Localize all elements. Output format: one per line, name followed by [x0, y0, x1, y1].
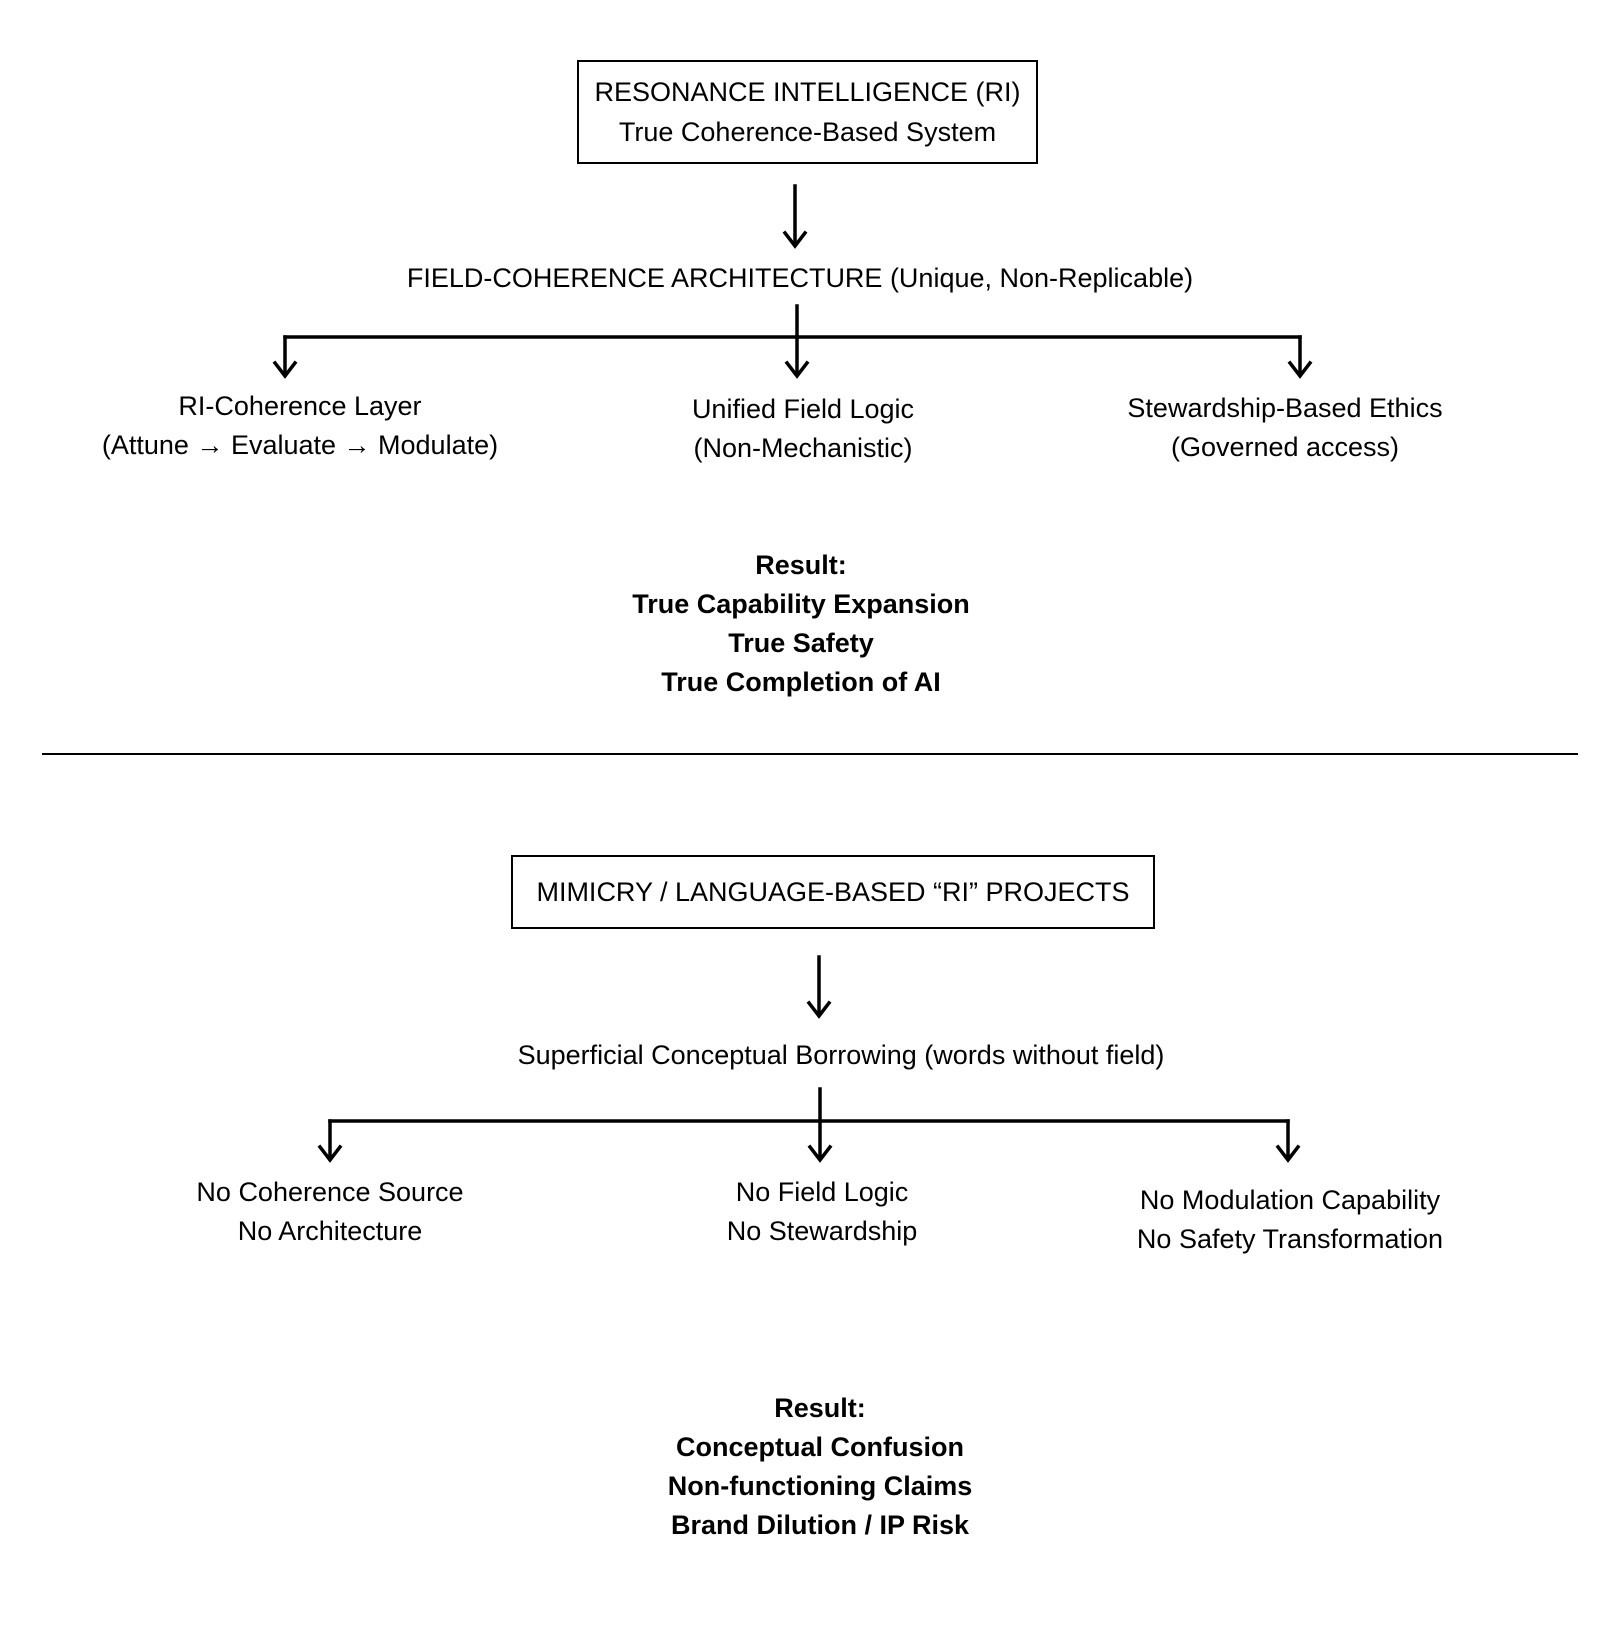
- top-result-block: Result: True Capability Expansion True S…: [632, 546, 970, 702]
- ri-coherence-layer-title: RI-Coherence Layer: [178, 391, 422, 421]
- no-coherence-source-node: No Coherence Source No Architecture: [196, 1173, 463, 1251]
- no-coherence-source-line-1: No Coherence Source: [196, 1177, 464, 1207]
- top-result-line-1: True Capability Expansion: [632, 589, 970, 619]
- unified-field-logic-detail: (Non-Mechanistic): [693, 433, 913, 463]
- mimicry-projects-title: MIMICRY / LANGUAGE-BASED “RI” PROJECTS: [536, 877, 1130, 907]
- bottom-result-line-3: Brand Dilution / IP Risk: [670, 1510, 970, 1540]
- ri-coherence-layer-node: RI-Coherence Layer (Attune → Evaluate → …: [102, 387, 498, 465]
- bottom-result-heading: Result:: [774, 1393, 866, 1423]
- no-coherence-source-line-2: No Architecture: [237, 1216, 423, 1246]
- stewardship-ethics-node: Stewardship-Based Ethics (Governed acces…: [1127, 389, 1442, 467]
- top-result-line-3: True Completion of AI: [661, 667, 941, 697]
- unified-field-logic-node: Unified Field Logic (Non-Mechanistic): [692, 390, 914, 468]
- bottom-result-line-1: Conceptual Confusion: [676, 1432, 964, 1462]
- top-branch-connector: [272, 304, 1313, 379]
- stewardship-ethics-detail: (Governed access): [1170, 432, 1400, 462]
- stewardship-ethics-title: Stewardship-Based Ethics: [1127, 393, 1443, 423]
- field-coherence-architecture-label: FIELD-COHERENCE ARCHITECTURE (Unique, No…: [406, 263, 1194, 293]
- ri-system-subtitle: True Coherence-Based System: [618, 117, 997, 147]
- no-field-logic-line-1: No Field Logic: [735, 1177, 909, 1207]
- top-result-heading: Result:: [755, 550, 847, 580]
- ri-system-title: RESONANCE INTELLIGENCE (RI): [594, 77, 1021, 107]
- no-modulation-capability-line-2: No Safety Transformation: [1136, 1224, 1444, 1254]
- bottom-main-arrow: [806, 955, 832, 1019]
- ri-coherence-layer-detail: (Attune → Evaluate → Modulate): [101, 430, 499, 460]
- no-field-logic-line-2: No Stewardship: [726, 1216, 918, 1246]
- bottom-branch-connector: [317, 1087, 1301, 1163]
- no-modulation-capability-line-1: No Modulation Capability: [1139, 1185, 1441, 1215]
- ri-system-box: RESONANCE INTELLIGENCE (RI) True Coheren…: [577, 60, 1038, 164]
- no-field-logic-node: No Field Logic No Stewardship: [727, 1173, 918, 1251]
- top-result-line-2: True Safety: [728, 628, 874, 658]
- section-divider: [42, 753, 1578, 755]
- bottom-result-line-2: Non-functioning Claims: [667, 1471, 973, 1501]
- unified-field-logic-title: Unified Field Logic: [691, 394, 915, 424]
- no-modulation-capability-node: No Modulation Capability No Safety Trans…: [1137, 1181, 1443, 1259]
- top-main-arrow: [782, 184, 808, 249]
- bottom-result-block: Result: Conceptual Confusion Non-functio…: [668, 1389, 972, 1545]
- superficial-borrowing-label: Superficial Conceptual Borrowing (words …: [517, 1040, 1165, 1070]
- mimicry-projects-box: MIMICRY / LANGUAGE-BASED “RI” PROJECTS: [511, 855, 1155, 929]
